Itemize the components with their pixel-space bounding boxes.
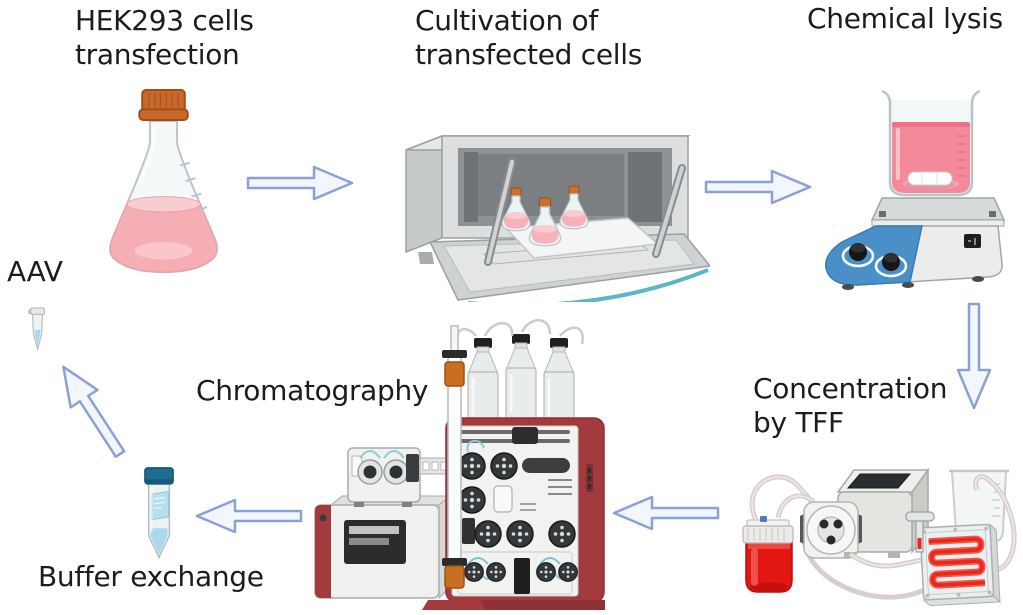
valve xyxy=(490,452,518,480)
power-switch xyxy=(964,234,981,248)
conical-tube-icon xyxy=(144,467,174,560)
flask-cap xyxy=(138,89,189,121)
arrow-cultivation-to-lysis xyxy=(704,169,812,205)
pump-valve xyxy=(486,562,506,582)
tff-cassette xyxy=(919,523,1002,607)
buffer-bottle xyxy=(466,336,500,426)
valve xyxy=(474,520,502,548)
erlenmeyer-flask-icon xyxy=(109,89,218,274)
stir-bar xyxy=(906,171,954,190)
uv-cell xyxy=(522,458,570,473)
tube-liquid xyxy=(150,528,168,555)
buffer-bottle xyxy=(504,332,538,422)
bottle-tubing xyxy=(455,319,584,345)
label-aav: AAV xyxy=(7,255,63,288)
arrow-tff-to-chromatography xyxy=(612,495,720,531)
label-concentration: Concentration by TFF xyxy=(753,372,948,439)
label-chromatography: Chromatography xyxy=(196,374,429,407)
pump-valve xyxy=(558,562,578,582)
beaker-graduations xyxy=(956,135,966,177)
tube-label xyxy=(150,490,169,521)
red-media-bottle xyxy=(742,516,794,593)
beaker-on-magnetic-stirrer-icon xyxy=(825,89,1006,290)
arrow-buffer-exchange-to-aav xyxy=(62,365,126,458)
arrow-chromatography-to-buffer-exchange xyxy=(195,498,303,534)
stirrer-knob xyxy=(874,253,908,278)
buffer-bottle xyxy=(542,336,576,426)
microcentrifuge-tube-icon xyxy=(28,307,45,352)
microtube-cap xyxy=(30,307,45,315)
pump-valve xyxy=(464,562,484,582)
valve xyxy=(506,520,534,548)
chromatography-column xyxy=(422,325,486,610)
tff-peristaltic-pump-icon xyxy=(742,467,1017,607)
fraction-collector xyxy=(314,494,452,600)
fplc-tower xyxy=(440,417,605,610)
valve xyxy=(548,520,576,548)
pump-valve xyxy=(536,562,556,582)
stirrer-plate xyxy=(870,197,1006,221)
label-buffer-exchange: Buffer exchange xyxy=(38,560,264,593)
fplc-chromatography-system-icon xyxy=(314,319,605,610)
label-chemical-lysis: Chemical lysis xyxy=(807,2,1003,35)
valve xyxy=(458,486,486,514)
incubator-icon xyxy=(405,134,710,302)
flask-graduations xyxy=(179,161,208,212)
tff-clamp-valve xyxy=(905,511,935,553)
microtube-liquid xyxy=(34,330,41,347)
tff-channel xyxy=(928,537,986,587)
flask-media xyxy=(109,196,218,273)
label-transfection: HEK293 cells transfection xyxy=(75,4,254,71)
label-cultivation: Cultivation of transfected cells xyxy=(415,4,643,71)
door-teal-shadow xyxy=(468,268,709,302)
arrow-lysis-to-tff xyxy=(956,302,992,410)
stirrer-knob xyxy=(841,243,875,268)
valve xyxy=(458,452,486,480)
sample-pump-module xyxy=(347,447,451,507)
arrow-transfection-to-cultivation xyxy=(246,165,354,201)
